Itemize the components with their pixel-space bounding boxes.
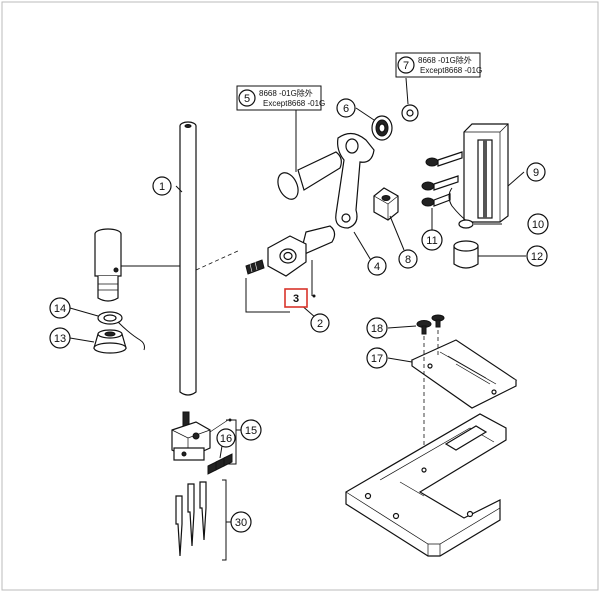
leader-1 bbox=[175, 185, 183, 193]
leader-6 bbox=[355, 107, 375, 121]
svg-text:13: 13 bbox=[54, 333, 66, 345]
needles-part-30 bbox=[175, 481, 207, 557]
svg-text:14: 14 bbox=[54, 303, 66, 315]
svg-text:11: 11 bbox=[426, 235, 437, 247]
bracket-30 bbox=[222, 479, 227, 561]
callout-30: 30 bbox=[230, 511, 252, 533]
callout-12: 12 bbox=[526, 245, 548, 267]
svg-text:8: 8 bbox=[405, 254, 411, 266]
leader-14 bbox=[69, 307, 99, 317]
connecting-link-part bbox=[335, 132, 375, 229]
cap-part bbox=[453, 240, 479, 269]
svg-text:1: 1 bbox=[159, 181, 165, 193]
callout-5: 5 8668 -01G除外 Except8668 -01G bbox=[236, 85, 325, 111]
callout-17: 17 bbox=[366, 347, 388, 369]
svg-text:Except8668 -01G: Except8668 -01G bbox=[263, 99, 325, 108]
callout-13: 13 bbox=[49, 327, 71, 349]
leader-9 bbox=[507, 171, 525, 187]
crank-pin-part bbox=[277, 151, 342, 200]
leader-13 bbox=[69, 337, 95, 343]
callout-16: 16 bbox=[216, 428, 236, 448]
callout-1: 1 bbox=[152, 176, 172, 196]
svg-text:30: 30 bbox=[235, 517, 247, 529]
callout-8: 8 bbox=[398, 249, 418, 269]
plate-screws-part-18 bbox=[416, 314, 445, 335]
needle-bar-frame-part bbox=[463, 123, 509, 223]
svg-text:Except8668 -01G: Except8668 -01G bbox=[420, 66, 482, 75]
leader-4 bbox=[353, 231, 373, 263]
leader-17 bbox=[387, 357, 413, 363]
callout-9: 9 bbox=[526, 162, 546, 182]
svg-text:16: 16 bbox=[220, 433, 232, 445]
spring-wire bbox=[448, 187, 469, 223]
svg-text:7: 7 bbox=[403, 60, 409, 72]
leader-7 bbox=[405, 77, 409, 105]
svg-text:15: 15 bbox=[245, 425, 257, 437]
bearing-part bbox=[371, 115, 393, 141]
o-ring-part bbox=[458, 219, 474, 229]
svg-text:4: 4 bbox=[374, 261, 380, 273]
callout-3-highlighted: 3 bbox=[284, 288, 308, 308]
leader-8 bbox=[389, 215, 405, 251]
needle-bar-part bbox=[179, 121, 197, 396]
screws-part-11 bbox=[421, 151, 463, 207]
callout-6: 6 bbox=[336, 98, 356, 118]
leader-18 bbox=[387, 325, 417, 329]
callout-18: 18 bbox=[366, 317, 388, 339]
svg-text:6: 6 bbox=[343, 103, 349, 115]
slide-block-part bbox=[373, 187, 399, 221]
spring-ring-part bbox=[97, 311, 145, 351]
svg-text:2: 2 bbox=[317, 318, 323, 330]
svg-text:8668 -01G除外: 8668 -01G除外 bbox=[418, 55, 472, 65]
thread-guide-cap-part bbox=[93, 329, 127, 354]
callout-4: 4 bbox=[367, 256, 387, 276]
callout-10: 10 bbox=[527, 213, 549, 235]
svg-text:18: 18 bbox=[371, 323, 383, 335]
leader-16 bbox=[219, 445, 223, 459]
callout-11: 11 bbox=[421, 229, 443, 251]
svg-text:10: 10 bbox=[532, 219, 544, 231]
thread-guide-body bbox=[94, 228, 122, 302]
needle-plate-part bbox=[410, 339, 518, 409]
bed-frame-part bbox=[345, 413, 507, 557]
callout-14: 14 bbox=[49, 297, 71, 319]
needle-bar-clamp-part bbox=[245, 225, 336, 277]
svg-text:3: 3 bbox=[293, 293, 299, 305]
set-screws-part-16 bbox=[207, 453, 233, 475]
callout-2: 2 bbox=[310, 313, 330, 333]
svg-text:9: 9 bbox=[533, 167, 539, 179]
washer-part bbox=[401, 104, 419, 122]
needle-clamp-part bbox=[171, 411, 211, 461]
connector-dash bbox=[195, 249, 241, 271]
callout-7: 7 8668 -01G除外 Except8668 -01G bbox=[395, 52, 482, 78]
svg-text:5: 5 bbox=[244, 93, 250, 105]
callout-15: 15 bbox=[240, 419, 262, 441]
svg-text:8668 -01G除外: 8668 -01G除外 bbox=[259, 88, 313, 98]
svg-text:17: 17 bbox=[371, 353, 383, 365]
bracket-2 bbox=[245, 278, 290, 313]
svg-text:12: 12 bbox=[531, 251, 543, 263]
